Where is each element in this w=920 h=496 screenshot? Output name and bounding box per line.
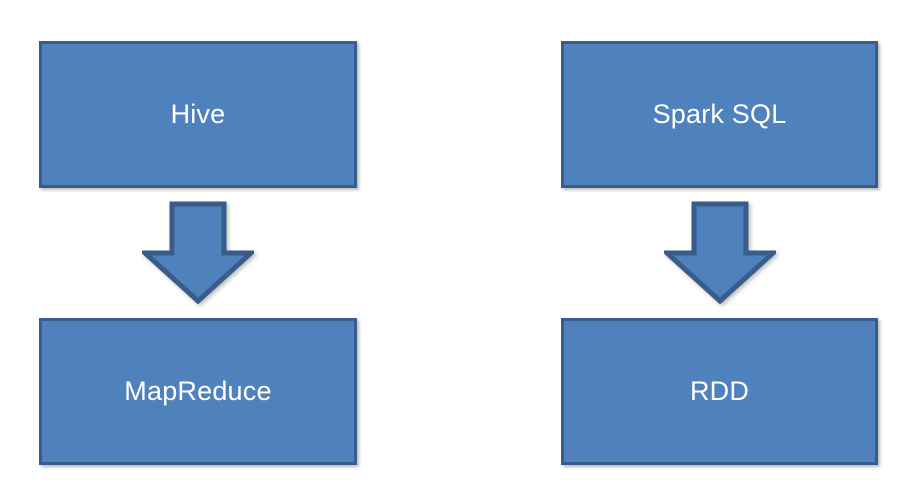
arrow-shape [664,201,776,304]
process-box-label: Hive [170,99,226,129]
down-arrow-glyph [664,201,776,304]
arrow-shape [142,201,254,304]
down-arrow-glyph [142,201,254,304]
process-box-mapreduce[interactable]: MapReduce [39,318,357,465]
down-arrow-icon [142,201,254,304]
process-box-label: Spark SQL [652,99,787,129]
process-box-hive[interactable]: Hive [39,41,357,188]
process-box-label: MapReduce [124,376,272,406]
down-arrow-icon [664,201,776,304]
process-box-label: RDD [689,376,750,406]
flow-column-hive-mapreduce: Hive MapReduce [39,41,357,465]
process-box-spark-sql[interactable]: Spark SQL [561,41,878,188]
process-box-rdd[interactable]: RDD [561,318,878,465]
flow-column-sparksql-rdd: Spark SQL RDD [460,0,920,496]
